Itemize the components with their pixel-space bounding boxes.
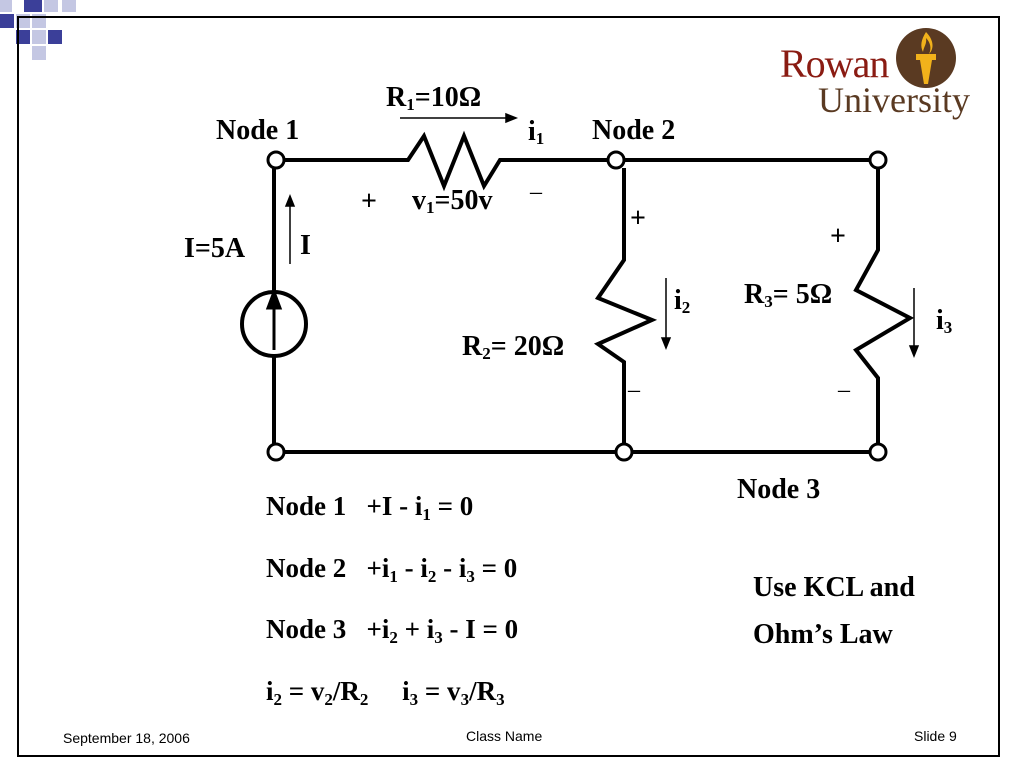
equation-ohms-law: i2 = v2/R2 i3 = v3/R3	[266, 676, 505, 709]
r2-plus: +	[630, 203, 646, 234]
v1-label: v1=50v	[412, 185, 493, 217]
note-line2: Ohm’s Law	[753, 619, 893, 650]
torch-icon	[896, 28, 956, 88]
node1-label: Node 1	[216, 115, 300, 146]
logo-text-university: University	[818, 80, 970, 120]
deco-square	[62, 0, 76, 12]
node-terminal	[868, 442, 888, 462]
source-value-label: I=5A	[184, 233, 246, 264]
logo-text-rowan: Rowan	[780, 41, 889, 86]
i3-label: i3	[936, 305, 953, 337]
equation-node2: Node 2 +i1 - i2 - i3 = 0	[266, 553, 518, 586]
deco-square	[44, 0, 58, 12]
node-terminal	[606, 150, 626, 170]
footer-date: September 18, 2006	[63, 730, 190, 746]
deco-square	[48, 30, 62, 44]
note-line1: Use KCL and	[753, 572, 915, 603]
node-terminal	[614, 442, 634, 462]
r3-plus: +	[830, 221, 846, 252]
slide-frame	[17, 16, 1000, 757]
node-terminal	[266, 150, 286, 170]
deco-square	[0, 0, 12, 12]
deco-square	[24, 0, 42, 12]
r2-branch	[593, 168, 658, 444]
deco-square	[32, 30, 46, 44]
r3-minus: –	[838, 377, 850, 403]
equation-node3: Node 3 +i2 + i3 - I = 0	[266, 614, 519, 647]
v1-minus: –	[530, 179, 542, 205]
v1-plus: +	[361, 186, 377, 217]
r1-label: R1=10Ω	[386, 82, 482, 114]
node2-label: Node 2	[592, 115, 676, 146]
node3-label: Node 3	[737, 474, 821, 505]
node-terminal	[266, 442, 286, 462]
r3-label: R3= 5Ω	[744, 279, 833, 311]
i1-label: i1	[528, 116, 545, 148]
r2-minus: –	[628, 377, 640, 403]
top-wire-left	[284, 130, 616, 192]
footer-slide-number: Slide 9	[914, 728, 957, 744]
footer-class-name: Class Name	[466, 728, 543, 744]
deco-square	[32, 46, 46, 60]
r3-branch	[853, 168, 915, 444]
i2-label: i2	[674, 285, 691, 317]
source-current-label: I	[300, 230, 311, 261]
node-terminal	[868, 150, 888, 170]
equation-node1: Node 1 +I - i1 = 0	[266, 491, 474, 524]
deco-square	[0, 14, 14, 28]
r2-label: R2= 20Ω	[462, 331, 565, 363]
deco-square	[16, 30, 30, 44]
